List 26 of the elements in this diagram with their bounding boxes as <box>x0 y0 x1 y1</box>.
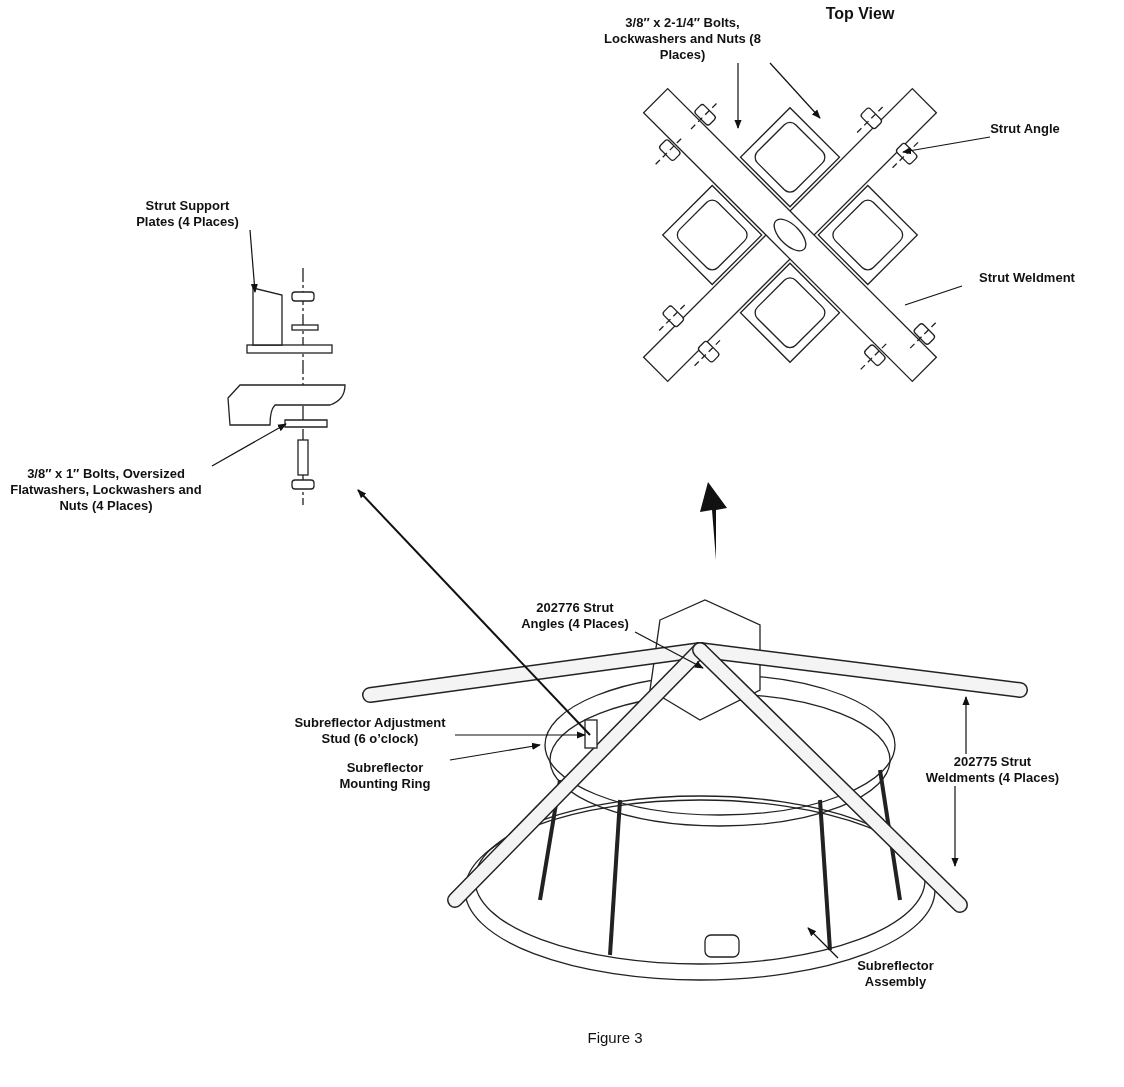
figure-caption: Figure 3 <box>586 1030 644 1046</box>
callout-label: Subreflector Assembly <box>838 958 953 990</box>
callout-label: Subreflector Adjustment Stud (6 o’clock) <box>285 715 455 747</box>
support-plate <box>252 287 283 346</box>
callout-label: Strut Support Plates (4 Places) <box>125 198 250 230</box>
leader-line <box>902 136 991 155</box>
callout-label: 3/8″ x 1″ Bolts, Oversized Flatwashers, Lockwashers and Nuts (4 Places) <box>0 466 212 514</box>
callout-label: 3/8″ x 2-1/4″ Bolts, Lockwashers and Nuts (8 Places) <box>595 15 770 63</box>
leader-line <box>734 62 742 129</box>
callout-label: Strut Angle <box>990 121 1060 137</box>
callout-label: 202776 Strut Angles (4 Places) <box>515 600 635 632</box>
callout-label: Subreflector Mounting Ring <box>320 760 450 792</box>
leader-line <box>951 785 959 867</box>
leader-line <box>449 742 541 761</box>
leader-line <box>807 927 839 959</box>
leader-line <box>769 62 821 119</box>
leader-line <box>211 423 287 467</box>
leader-line <box>249 229 258 293</box>
leader-line <box>904 285 963 306</box>
flat-washer <box>284 419 328 428</box>
callout-label: Strut Weldment <box>962 270 1092 286</box>
view-title: Top View <box>824 6 896 22</box>
callout-label: 202775 Strut Weldments (4 Places) <box>925 754 1060 786</box>
leader-line <box>454 731 586 739</box>
leader-line <box>634 631 704 669</box>
leader-line <box>962 696 970 755</box>
